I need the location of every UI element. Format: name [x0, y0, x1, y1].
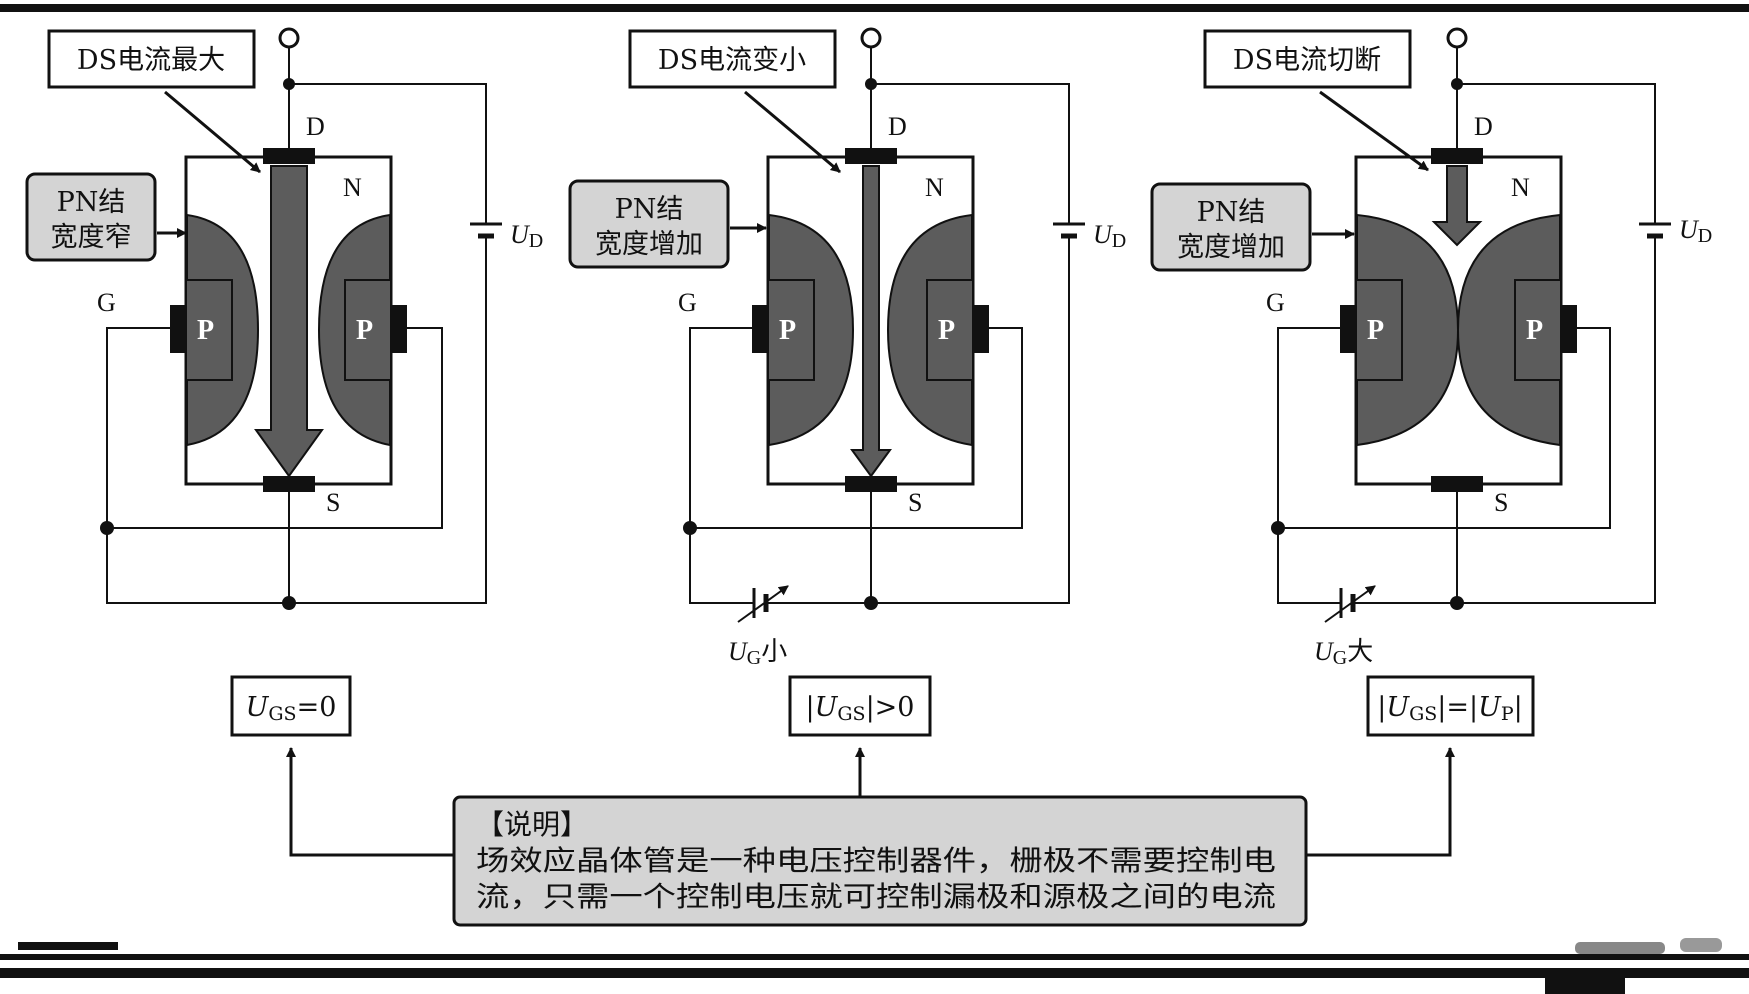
- pn-label-line1: PN结: [57, 187, 126, 218]
- drain-contact: [1431, 148, 1483, 164]
- note-box: [452, 795, 1308, 927]
- terminal-g-label: G: [1266, 288, 1285, 317]
- junction-dot: [1271, 521, 1285, 535]
- gate-contact-left: [1340, 305, 1356, 353]
- gate-contact-left: [752, 305, 768, 353]
- battery-ud-icon: [470, 222, 502, 239]
- terminal-g-label: G: [97, 288, 116, 317]
- p-label-left: P: [1367, 315, 1384, 346]
- ud-label: UD: [1679, 215, 1712, 247]
- condition-text: |UGS|=|UP|: [1377, 692, 1523, 725]
- panel-title: DS电流最大: [77, 45, 225, 76]
- pn-label-line1: PN结: [615, 194, 684, 225]
- gate-contact-right: [1561, 305, 1577, 353]
- pn-label-line2: 宽度增加: [1177, 232, 1285, 263]
- ug-label: UG大: [1314, 637, 1373, 669]
- terminal-g-label: G: [678, 288, 697, 317]
- battery-ud-icon: [1053, 222, 1085, 239]
- variable-battery-ug-icon: [1324, 585, 1376, 623]
- panel-title: DS电流切断: [1233, 45, 1381, 76]
- pn-label-line2: 宽度窄: [51, 222, 132, 253]
- source-contact: [1431, 476, 1483, 492]
- region-n-label: N: [343, 173, 362, 202]
- title-box: [1203, 29, 1412, 89]
- bottom-left-mark: [18, 942, 118, 950]
- pn-label-box: [25, 172, 157, 262]
- gate-contact-left: [170, 305, 186, 353]
- drain-terminal-icon: [278, 27, 300, 49]
- panel-1: UD P P D S G N DS电流最大 PN结 宽度窄 UGS=: [25, 27, 543, 737]
- junction-dot: [1451, 78, 1463, 90]
- condition-box: [1366, 675, 1535, 737]
- p-region-left: [185, 279, 233, 381]
- condition-text: |UGS|>0: [806, 692, 915, 725]
- gate-contact-right: [391, 305, 407, 353]
- ud-label: UD: [510, 220, 543, 252]
- p-region-right: [344, 279, 392, 381]
- bottom-right-mark: [1545, 978, 1625, 994]
- note-line-2: 流，只需一个控制电压就可控制漏极和源极之间的电流: [476, 880, 1276, 913]
- drain-terminal-icon: [860, 27, 882, 49]
- pn-label-line1: PN结: [1197, 197, 1266, 228]
- note-heading: 【说明】: [476, 808, 588, 841]
- p-region-left: [1355, 279, 1403, 381]
- pn-label-line2: 宽度增加: [595, 229, 703, 260]
- current-arrow-icon: [254, 165, 324, 478]
- ud-label: UD: [1093, 220, 1126, 252]
- pn-label-box: [568, 179, 730, 269]
- source-contact: [845, 476, 897, 492]
- junction-dot: [100, 521, 114, 535]
- p-label-right: P: [1526, 315, 1543, 346]
- depletion-region-right: [1456, 213, 1561, 447]
- junction-dot: [283, 78, 295, 90]
- panel-3: UD UG大 P P D S G N DS电流切断 PN结 宽度增加 |UGS|…: [1150, 27, 1712, 737]
- top-border: [0, 4, 1749, 12]
- region-n-label: N: [1511, 173, 1530, 202]
- pn-label-box: [1150, 182, 1312, 272]
- ug-label: UG小: [728, 637, 787, 669]
- title-box: [628, 29, 837, 89]
- p-label-right: P: [938, 315, 955, 346]
- bottom-border: [0, 954, 1749, 960]
- p-label-left: P: [197, 315, 214, 346]
- source-contact: [263, 476, 315, 492]
- title-box: [47, 29, 256, 89]
- p-label-left: P: [779, 315, 796, 346]
- junction-dot: [1450, 596, 1464, 610]
- terminal-s-label: S: [1494, 488, 1508, 517]
- title-pointer-arrow-icon: [164, 90, 261, 174]
- terminal-d-label: D: [1474, 112, 1493, 141]
- current-arrow-icon: [850, 165, 892, 478]
- drain-terminal-icon: [1446, 27, 1468, 49]
- terminal-d-label: D: [888, 112, 907, 141]
- panel-title: DS电流变小: [658, 45, 806, 76]
- terminal-s-label: S: [326, 488, 340, 517]
- note-connectors: [286, 747, 1455, 857]
- battery-ud-icon: [1639, 222, 1671, 239]
- drain-contact: [263, 148, 315, 164]
- junction-dot: [864, 596, 878, 610]
- variable-battery-ug-icon: [737, 585, 789, 623]
- junction-dot: [865, 78, 877, 90]
- title-pointer-arrow-icon: [1319, 90, 1429, 172]
- junction-dot: [683, 521, 697, 535]
- gate-contact-right: [973, 305, 989, 353]
- p-region-right: [1514, 279, 1562, 381]
- terminal-s-label: S: [908, 488, 922, 517]
- region-n-label: N: [925, 173, 944, 202]
- condition-box: [230, 675, 352, 737]
- condition-box: [788, 675, 932, 737]
- current-arrow-icon: [1431, 165, 1483, 247]
- stamp-logo: [1575, 938, 1722, 954]
- title-pointer-arrow-icon: [744, 90, 841, 174]
- p-label-right: P: [356, 315, 373, 346]
- note-line-1: 场效应晶体管是一种电压控制器件，栅极不需要控制电: [476, 844, 1276, 877]
- panel-2: UD UG小 P P D S G N DS电流变小 PN结 宽度增加 |UGS|…: [568, 27, 1126, 737]
- junction-dot: [282, 596, 296, 610]
- bottom-border-thick: [0, 968, 1749, 978]
- terminal-d-label: D: [306, 112, 325, 141]
- condition-text: UGS=0: [246, 692, 337, 725]
- drain-contact: [845, 148, 897, 164]
